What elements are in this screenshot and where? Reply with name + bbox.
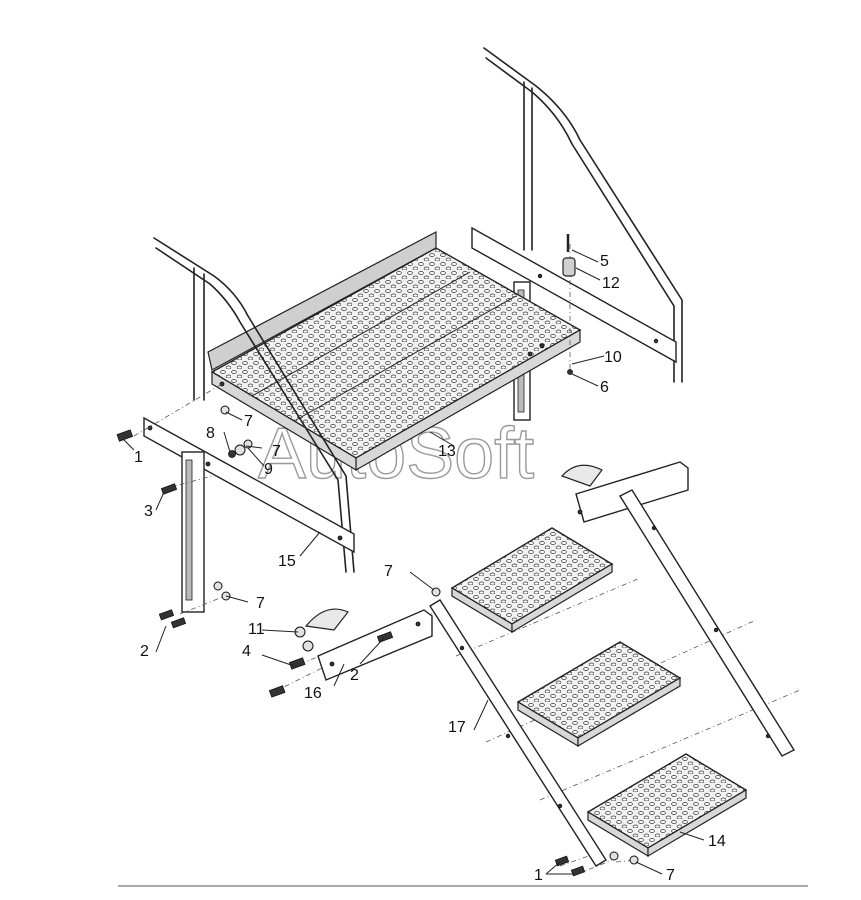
callout-5: 5 <box>600 253 609 270</box>
callout-2-left: 2 <box>140 643 149 660</box>
callout-3: 3 <box>144 503 153 520</box>
callout-17: 17 <box>448 719 466 736</box>
right-stringer <box>618 489 796 757</box>
callout-7-washer: 7 <box>272 443 281 460</box>
callout-13: 13 <box>438 443 456 460</box>
callout-1-top: 1 <box>134 449 143 466</box>
callout-11: 11 <box>248 621 265 638</box>
left-stringer <box>429 599 607 867</box>
callout-16: 16 <box>304 685 322 702</box>
stair-tread-middle <box>516 641 682 748</box>
callout-6: 6 <box>600 379 609 396</box>
callout-7-platform: 7 <box>244 413 253 430</box>
callout-15: 15 <box>278 553 296 570</box>
upper-stair-bracket <box>560 461 689 523</box>
callout-labels: 1 3 2 4 11 8 7 9 7 7 15 16 2 7 17 13 5 1… <box>134 253 726 884</box>
stair-tread-upper <box>450 527 614 634</box>
stair-tread-lower <box>586 753 748 858</box>
callout-9: 9 <box>264 461 273 478</box>
platform-hardware <box>116 234 576 629</box>
rear-right-handrail <box>483 47 683 383</box>
bracket-hardware <box>268 587 441 698</box>
front-left-handrail <box>153 237 355 573</box>
callout-4: 4 <box>242 643 251 660</box>
leader-lines <box>123 249 705 875</box>
callout-12: 12 <box>602 275 620 292</box>
callout-10: 10 <box>604 349 622 366</box>
callout-1-bottom: 1 <box>534 867 543 884</box>
callout-14: 14 <box>708 833 726 850</box>
callout-7-post: 7 <box>256 595 265 612</box>
front-post <box>181 451 205 613</box>
callout-7-bottom: 7 <box>666 867 675 884</box>
lower-stair-bracket <box>304 608 433 681</box>
callout-2-bracket: 2 <box>350 667 359 684</box>
callout-8: 8 <box>206 425 215 442</box>
platform-deck <box>207 231 582 472</box>
callout-7-stair: 7 <box>384 563 393 580</box>
rear-rail-plate <box>471 226 677 364</box>
